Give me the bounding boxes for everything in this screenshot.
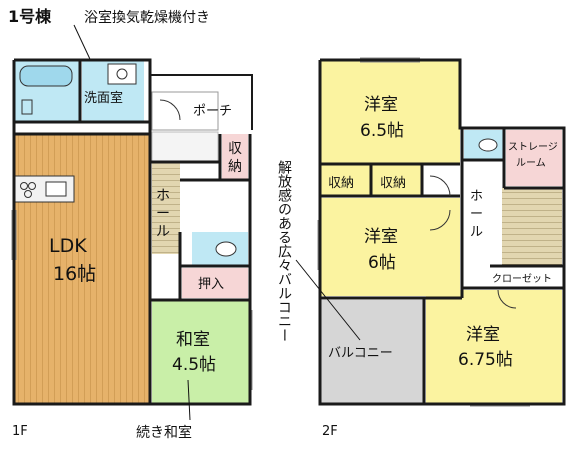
door-swing-2f-c	[497, 289, 517, 309]
porch	[151, 91, 219, 131]
walls-1f	[12, 58, 252, 406]
storage-room-label-1: ストレージ	[508, 142, 558, 153]
balcony-annotation: 解放感のある広々バルコニー	[276, 160, 292, 342]
floor-1-label: 1F	[12, 424, 28, 439]
stove-burner-icon-3	[24, 190, 32, 198]
oshiire	[182, 268, 248, 298]
ldk-label: LDK	[49, 235, 87, 257]
youshitsu-65-size: 6.5帖	[360, 121, 404, 141]
youshitsu-6	[320, 198, 460, 296]
youshitsu-65	[320, 60, 460, 164]
porch-label: ポーチ	[193, 104, 232, 119]
stairs-2f	[502, 188, 562, 266]
closet-2f-label: クローゼット	[492, 273, 552, 285]
shower-icon	[21, 99, 33, 115]
floor-1: 洗面室 ポーチ 収 納 ホ ー ル	[11, 58, 253, 441]
youshitsu-6-label: 洋室	[364, 227, 398, 247]
youshitsu-675-label: 洋室	[466, 325, 500, 345]
youshitsu-65-label: 洋室	[364, 95, 398, 115]
building-title: 1号棟	[8, 7, 52, 26]
closet-right-2f	[372, 164, 422, 196]
basin-bowl-icon	[116, 68, 128, 80]
washitsu-annotation: 続き和室	[136, 424, 192, 441]
walls-2f	[318, 58, 566, 406]
stove-burner-icon-2	[28, 182, 36, 190]
genkan	[151, 131, 219, 163]
stairs-1f	[152, 162, 180, 254]
washitsu-leader	[187, 379, 191, 421]
balcony	[320, 300, 424, 404]
floor-2: 洋室 6.5帖 収納 収納 洋室 6帖 バルコニー 洋室 6.75帖 クローゼッ…	[276, 57, 566, 439]
washroom-label: 洗面室	[84, 90, 123, 106]
hall-label-1f: ホール	[156, 188, 170, 240]
hall-2f-label: ホール	[470, 189, 483, 240]
door-swing-2f-a	[429, 175, 451, 197]
bathtub-icon	[19, 65, 73, 87]
youshitsu-675-size: 6.75帖	[458, 350, 513, 370]
shuno-label-1f: 収納	[228, 141, 242, 175]
washitsu-size: 4.5帖	[172, 355, 216, 375]
bath-dryer-note: 浴室換気乾燥機付き	[84, 9, 210, 26]
washitsu	[152, 300, 250, 404]
kitchen-sink-icon	[45, 181, 67, 197]
hall-1f	[180, 180, 248, 232]
balcony-leader	[295, 259, 361, 341]
hall-2f	[464, 162, 500, 266]
window-marks-1f	[11, 210, 253, 390]
door-swing-2f-b	[429, 209, 451, 231]
balcony-label: バルコニー	[328, 346, 393, 361]
closet-2f	[490, 268, 562, 290]
window-marks-2f	[317, 57, 530, 407]
storage-room	[506, 130, 562, 186]
youshitsu-6-size: 6帖	[368, 253, 396, 273]
toilet-icon-1f	[215, 241, 237, 257]
floor-2-label: 2F	[322, 424, 338, 439]
washbasin-icon	[107, 63, 137, 85]
oshiire-label: 押入	[198, 277, 224, 292]
closet-left-2f	[320, 164, 370, 196]
youshitsu-675	[426, 290, 562, 404]
ldk-size: 16帖	[53, 263, 96, 285]
closet-left-label: 収納	[328, 176, 354, 191]
toilet-icon-2f	[478, 138, 498, 152]
washitsu-label: 和室	[176, 330, 210, 350]
stove-burner-icon	[20, 182, 28, 190]
closet-right-label: 収納	[380, 176, 406, 191]
entrance-door-swing	[159, 99, 181, 121]
storage-room-label-2: ルーム	[516, 157, 546, 169]
storage-1f	[222, 134, 248, 180]
